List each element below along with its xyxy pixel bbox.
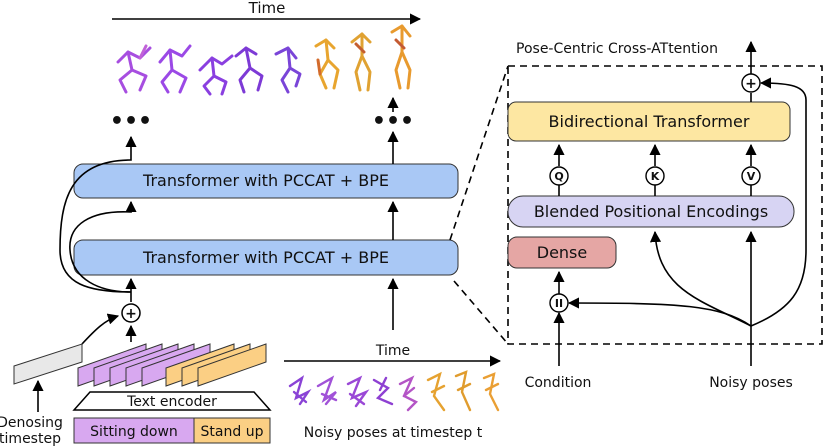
arrow-timestep-to-add	[81, 313, 120, 345]
q-label: Q	[554, 170, 563, 183]
pose-figure-5	[274, 46, 302, 94]
blended-pe-block	[507, 195, 795, 228]
text-token-embeddings	[77, 343, 267, 387]
bidirectional-transformer-label: Bidirectional Transformer	[549, 112, 750, 131]
zoom-line-bottom	[453, 280, 509, 345]
denoising-label-line1: Denosing	[0, 415, 63, 431]
dense-label: Dense	[537, 243, 587, 262]
denoising-label-line2: timestep	[0, 431, 61, 446]
q-node	[549, 166, 569, 186]
noisy-pose-sequence	[288, 370, 500, 412]
pose-figure-2	[158, 44, 192, 94]
generated-pose-sequence	[116, 24, 412, 96]
text-encoder-label: Text encoder	[126, 394, 217, 410]
add-node-left-symbol: +	[125, 306, 137, 322]
pccat-title: Pose-Centric Cross-ATtention	[516, 41, 718, 57]
noisy-pose-2	[316, 375, 338, 406]
noisy-pose-4	[372, 376, 394, 406]
cond-path-to-upper	[69, 200, 137, 293]
prompt-segment-standup	[193, 417, 271, 444]
noisy-pose-5	[398, 375, 419, 412]
prompt-segment-standup-label: Stand up	[201, 424, 264, 440]
pose-figure-4	[234, 46, 264, 94]
timestep-embedding	[13, 343, 83, 385]
noisy-pose-6	[426, 371, 446, 412]
add-node-right-symbol: +	[745, 76, 757, 92]
cond-path-to-ellipsis	[59, 135, 137, 293]
condition-label: Condition	[525, 375, 592, 391]
v-label: V	[747, 170, 756, 183]
pose-figure-3	[198, 54, 234, 96]
concat-symbol: II	[555, 297, 563, 310]
ellipsis-left: •••	[110, 109, 152, 134]
bidirectional-transformer-block	[507, 101, 791, 142]
noisy-pose-7	[454, 370, 472, 412]
prompt-segment-sitting	[73, 417, 195, 444]
v-node	[741, 166, 761, 186]
prompt-segment-sitting-label: Sitting down	[90, 424, 178, 440]
transformer-block-upper	[73, 163, 459, 199]
transformer-lower-label: Transformer with PCCAT + BPE	[142, 248, 389, 267]
noisy-pose-3	[346, 375, 370, 408]
transformer-upper-label: Transformer with PCCAT + BPE	[142, 171, 389, 190]
blended-pe-label: Blended Positional Encodings	[534, 202, 768, 221]
pose-figure-1	[116, 44, 152, 94]
noisy-to-concat	[567, 297, 752, 327]
top-time-label: Time	[248, 0, 286, 17]
noisy-poses-label: Noisy poses	[709, 375, 793, 391]
residual-path	[750, 77, 807, 327]
pccat-detail-panel	[507, 65, 823, 345]
dense-block	[507, 236, 617, 269]
pose-figure-7	[350, 32, 372, 92]
pose-figure-6	[314, 38, 340, 90]
noisy-pose-1	[288, 375, 312, 406]
zoom-line-top	[449, 65, 509, 241]
noisy-to-k	[649, 230, 752, 327]
transformer-block-lower	[73, 239, 459, 276]
noisy-poses-caption: Noisy poses at timestep t	[304, 425, 483, 441]
pose-figure-8	[390, 24, 412, 90]
noisy-pose-8	[482, 372, 500, 412]
k-node	[645, 166, 665, 186]
add-node-left	[121, 303, 141, 323]
ellipsis-right: •••	[372, 109, 414, 134]
k-label: K	[651, 170, 660, 183]
text-encoder-block	[72, 391, 272, 411]
noisy-time-label: Time	[375, 343, 410, 359]
